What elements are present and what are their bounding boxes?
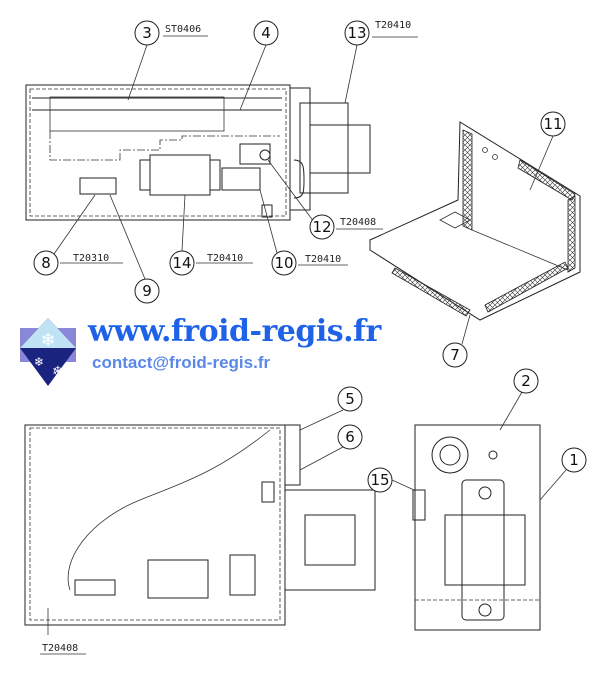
callout-4: 4: [253, 20, 279, 46]
svg-text:1: 1: [569, 451, 579, 469]
svg-text:14: 14: [172, 254, 191, 272]
svg-text:8: 8: [41, 254, 51, 272]
callout-8: 8: [33, 250, 59, 276]
callout-1: 1: [561, 447, 587, 473]
callout-6: 6: [337, 424, 363, 450]
svg-text:9: 9: [142, 282, 152, 300]
control-box-front-view: [412, 424, 541, 631]
svg-text:15: 15: [370, 471, 389, 489]
control-box-side-view: [24, 424, 376, 626]
froid-regis-logo: ❄ ❄ ❄: [20, 318, 76, 386]
svg-text:13: 13: [347, 24, 366, 42]
callout-10: 10: [271, 250, 297, 276]
svg-text:12: 12: [312, 218, 331, 236]
svg-text:7: 7: [450, 346, 460, 364]
callout-3: 3: [134, 20, 160, 46]
svg-text:❄: ❄: [52, 364, 64, 380]
ref-p12: T20408: [340, 217, 376, 228]
part-refs: ST0406 T20410 T20408 T20310 T20410 T2041…: [40, 20, 418, 655]
callout-13: 13: [344, 20, 370, 46]
contact-email-link[interactable]: contact@froid-regis.fr: [92, 353, 271, 372]
svg-text:❄: ❄: [34, 355, 44, 369]
ref-p8: T20310: [73, 253, 109, 264]
svg-text:10: 10: [274, 254, 293, 272]
svg-text:❄: ❄: [40, 330, 55, 351]
svg-text:11: 11: [543, 115, 562, 133]
callout-2: 2: [513, 368, 539, 394]
svg-text:6: 6: [345, 428, 355, 446]
callout-11: 11: [540, 111, 566, 137]
svg-text:4: 4: [261, 24, 271, 42]
ref-bottom: T20408: [42, 643, 78, 654]
callout-12: 12: [309, 214, 335, 240]
ref-p14: T20410: [207, 253, 243, 264]
ref-p13: T20410: [375, 20, 411, 31]
website-link[interactable]: www.froid-regis.fr: [88, 314, 381, 349]
callout-14: 14: [169, 250, 195, 276]
ref-p10: T20410: [305, 254, 341, 265]
callout-7: 7: [442, 342, 468, 368]
insulated-tray: [369, 121, 581, 321]
callout-5: 5: [337, 386, 363, 412]
svg-text:5: 5: [345, 390, 355, 408]
callout-9: 9: [134, 278, 160, 304]
leader-lines: [47, 44, 567, 635]
ref-p3: ST0406: [165, 24, 201, 35]
control-box-top-view: [25, 84, 371, 221]
svg-text:2: 2: [521, 372, 531, 390]
callout-15: 15: [367, 467, 393, 493]
svg-text:3: 3: [142, 24, 152, 42]
